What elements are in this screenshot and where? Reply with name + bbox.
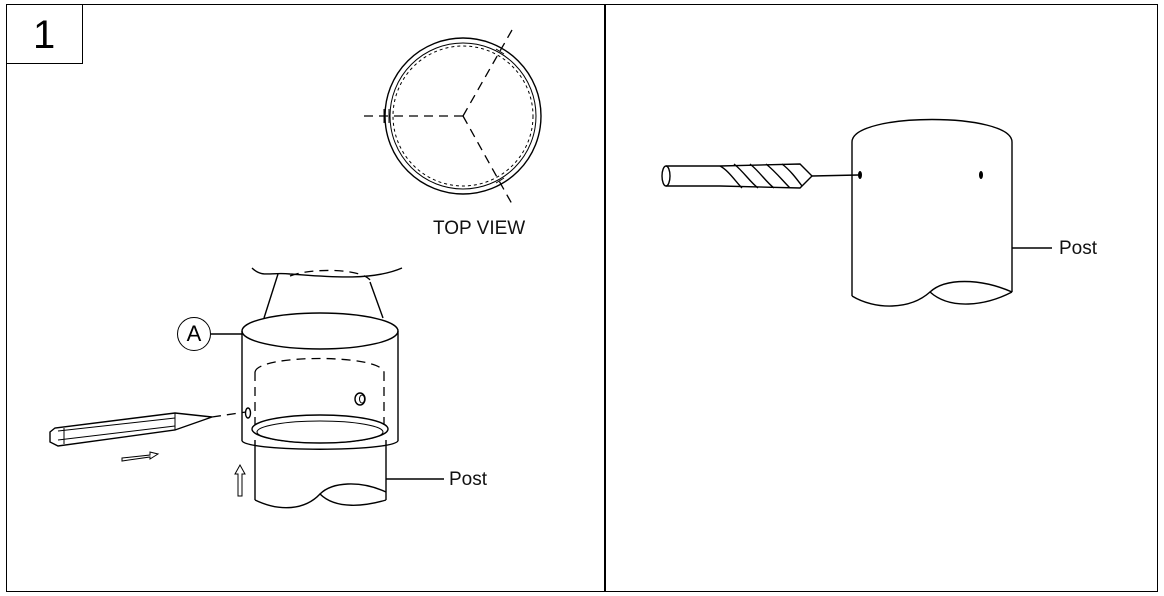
drill-bit (661, 163, 859, 189)
fixture-a-assembly (211, 267, 444, 509)
step-panel-left (6, 4, 606, 592)
post-label-left: Post (449, 469, 488, 490)
part-a-label: A (186, 321, 202, 346)
pencil-tool (49, 411, 247, 462)
step-number-box: 1 (6, 4, 83, 64)
step-panel-right (604, 4, 1158, 592)
top-view-label: TOP VIEW (433, 218, 526, 239)
post-label-right: Post (1059, 238, 1098, 259)
drilled-post (851, 118, 1052, 307)
top-view-diagram (364, 29, 542, 205)
step-number: 1 (33, 13, 56, 57)
part-a-callout: A (177, 317, 211, 351)
